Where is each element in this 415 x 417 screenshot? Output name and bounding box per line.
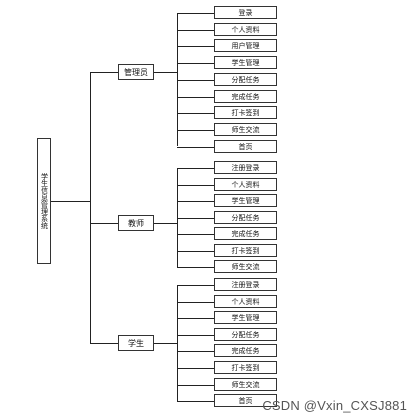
item-connector (177, 350, 214, 352)
main-spine (90, 72, 91, 343)
role-connector (90, 223, 118, 224)
item-connector (177, 250, 214, 252)
branch-spine (177, 167, 178, 267)
function-node: 师生交流 (214, 123, 277, 136)
function-node: 分配任务 (214, 211, 277, 224)
branch-spine (177, 284, 178, 401)
function-node: 完成任务 (214, 227, 277, 240)
item-connector (177, 146, 214, 148)
function-node: 注册登录 (214, 278, 277, 291)
item-connector (177, 129, 214, 131)
root-node: 学生信息管理系统 (37, 138, 51, 264)
item-connector (177, 367, 214, 369)
function-node: 完成任务 (214, 90, 277, 103)
item-connector (177, 112, 214, 114)
root-connector (51, 201, 90, 202)
function-node: 打卡签到 (214, 361, 277, 374)
role-node-2: 学生 (118, 335, 154, 351)
item-connector (177, 62, 214, 64)
item-connector (177, 284, 214, 286)
role-branch-stub (154, 223, 177, 224)
function-node: 完成任务 (214, 344, 277, 357)
function-node: 师生交流 (214, 260, 277, 273)
function-node: 学生管理 (214, 194, 277, 207)
function-node: 学生管理 (214, 56, 277, 69)
watermark: CSDN @Vxin_CXSJ881 (262, 398, 407, 413)
role-connector (90, 72, 118, 73)
function-node: 打卡签到 (214, 244, 277, 257)
item-connector (177, 29, 214, 31)
function-node: 用户管理 (214, 39, 277, 52)
item-connector (177, 266, 214, 268)
item-connector (177, 96, 214, 98)
role-branch-stub (154, 343, 177, 344)
item-connector (177, 167, 214, 169)
role-node-0: 管理员 (118, 64, 154, 80)
item-connector (177, 317, 214, 319)
item-connector (177, 12, 214, 14)
item-connector (177, 200, 214, 202)
branch-spine (177, 12, 178, 147)
item-connector (177, 334, 214, 336)
item-connector (177, 301, 214, 303)
item-connector (177, 400, 214, 402)
function-node: 个人资料 (214, 295, 277, 308)
item-connector (177, 233, 214, 235)
function-node: 师生交流 (214, 378, 277, 391)
role-node-1: 教师 (118, 215, 154, 231)
role-branch-stub (154, 72, 177, 73)
item-connector (177, 45, 214, 47)
item-connector (177, 79, 214, 81)
item-connector (177, 217, 214, 219)
item-connector (177, 184, 214, 186)
function-node: 个人资料 (214, 23, 277, 36)
function-node: 学生管理 (214, 311, 277, 324)
function-node: 分配任务 (214, 73, 277, 86)
function-node: 打卡签到 (214, 106, 277, 119)
function-node: 个人资料 (214, 178, 277, 191)
function-node: 首页 (214, 140, 277, 153)
item-connector (177, 384, 214, 386)
function-node: 注册登录 (214, 161, 277, 174)
function-node: 首页 (214, 394, 277, 407)
function-node: 分配任务 (214, 328, 277, 341)
function-node: 登录 (214, 6, 277, 19)
role-connector (90, 343, 118, 344)
